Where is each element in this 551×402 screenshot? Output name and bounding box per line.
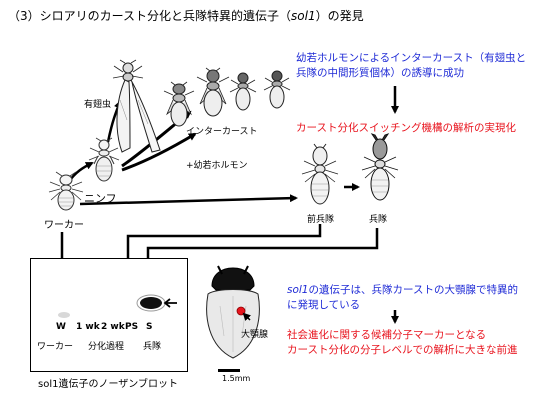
label-nymph: ニンフ: [84, 192, 117, 205]
northern-blot-panel: [30, 258, 188, 372]
note-intercaste-induction: 幼若ホルモンによるインターカースト（有翅虫と 兵隊の中間形質個体）の誘導に成功: [296, 52, 527, 79]
label-soldier: 兵隊: [369, 215, 388, 225]
intercaste-termite-image-1: [163, 81, 195, 127]
blot-group-differentiation: 分化過程: [88, 342, 125, 352]
blot-group-soldier: 兵隊: [143, 342, 162, 352]
band-pointer-arrow: [163, 298, 177, 308]
arrow-worker-to-presoldier: [79, 194, 298, 206]
scale-bar: [218, 369, 240, 372]
soldier-head-image: [206, 265, 260, 359]
note-caste-switching: カースト分化スイッチング機構の解析の実現化: [296, 122, 516, 134]
label-juvenile-hormone: +幼若ホルモン: [186, 161, 248, 171]
title-gene: sol1: [291, 9, 316, 23]
blot-lane-ps: PS: [125, 322, 139, 332]
intercaste-termite-image-4: [263, 70, 291, 109]
blot-bands: [58, 294, 177, 318]
intercaste-termite-image-2: [196, 67, 230, 117]
mandibular-gland-mark: [236, 306, 246, 316]
label-mandibular-gland: 大顎腺: [241, 330, 269, 340]
label-presoldier: 前兵隊: [307, 215, 335, 225]
note-molecular-marker: 社会進化に関する候補分子マーカーとなる カースト分化の分子レベルでの解析に大きな…: [287, 329, 518, 356]
label-alate: 有翅虫: [84, 100, 112, 110]
soldier-termite-image: [361, 133, 399, 201]
blot-lane-1wk: 1 wk: [76, 322, 100, 332]
presoldier-termite-image: [301, 143, 339, 205]
band-w-faint: [58, 312, 70, 318]
worker-termite-image: [48, 171, 84, 211]
scale-label: 1.5mm: [222, 374, 251, 383]
label-intercaste: インターカースト: [186, 127, 258, 137]
blot-lane-2wk: 2 wk: [101, 322, 125, 332]
gland-pointer-arrow: [242, 312, 252, 322]
blot-caption: sol1遺伝子のノーザンブロット: [38, 379, 178, 390]
blot-lane-w: W: [56, 322, 66, 332]
blot-lane-s: S: [146, 322, 153, 332]
nymph-termite-image: [88, 137, 120, 182]
page-title: （3）シロアリのカースト分化と兵隊特異的遺伝子（sol1）の発見: [8, 9, 364, 23]
intercaste-termite-image-3: [229, 72, 257, 111]
arrow-nymph-to-intercaste-2: [121, 132, 197, 172]
label-worker: ワーカー: [44, 220, 84, 231]
note-sol1-expression: sol1の遺伝子は、兵隊カーストの大顎腺で特異的 に発現している: [287, 284, 518, 311]
alate-termite-image: [112, 59, 161, 153]
blot-group-worker: ワーカー: [37, 342, 74, 352]
band-s: [140, 297, 162, 309]
